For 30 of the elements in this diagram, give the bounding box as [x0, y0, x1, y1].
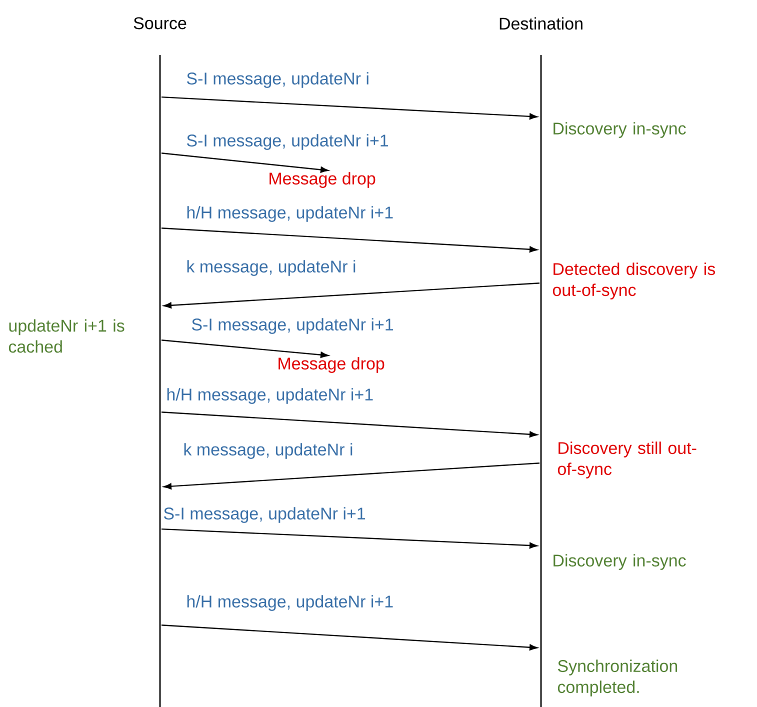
arrow — [161, 152, 328, 173]
edge-label: k message, updateNr i — [182, 442, 354, 460]
lifeline-heading: Destination — [500, 17, 582, 30]
edge-label: h/H message, updateNr i+1 — [165, 387, 375, 405]
lifeline — [540, 55, 542, 707]
note: Detected discovery is out-of-sync — [552, 262, 716, 300]
arrow — [161, 96, 538, 120]
arrow — [161, 528, 538, 549]
arrow — [161, 340, 328, 358]
note: Discovery in-sync — [554, 122, 686, 138]
edge-label: S-I message, updateNr i+1 — [185, 133, 390, 151]
arrow — [164, 282, 540, 308]
lifeline-heading: Source — [134, 17, 186, 30]
arrow — [161, 412, 538, 438]
edge-label: S-I message, updateNr i+1 — [162, 506, 367, 524]
drop-note: Message drop — [270, 172, 376, 188]
lifeline — [159, 55, 161, 707]
edge-label: h/H message, updateNr i+1 — [185, 205, 395, 223]
arrow — [164, 462, 540, 490]
note: Discovery still out-of-sync — [558, 442, 696, 478]
note: Synchronization completed. — [558, 660, 678, 696]
edge-label: S-I message, updateNr i+1 — [190, 317, 395, 335]
arrow — [161, 228, 538, 252]
note: updateNr i+1 is cached — [8, 319, 124, 353]
drop-note: Message drop — [278, 357, 384, 373]
note: Discovery in-sync — [554, 554, 686, 570]
arrow — [161, 624, 538, 650]
edge-label: h/H message, updateNr i+1 — [185, 594, 395, 612]
edge-label: S-I message, updateNr i — [185, 71, 370, 89]
edge-label: k message, updateNr i — [185, 259, 358, 277]
